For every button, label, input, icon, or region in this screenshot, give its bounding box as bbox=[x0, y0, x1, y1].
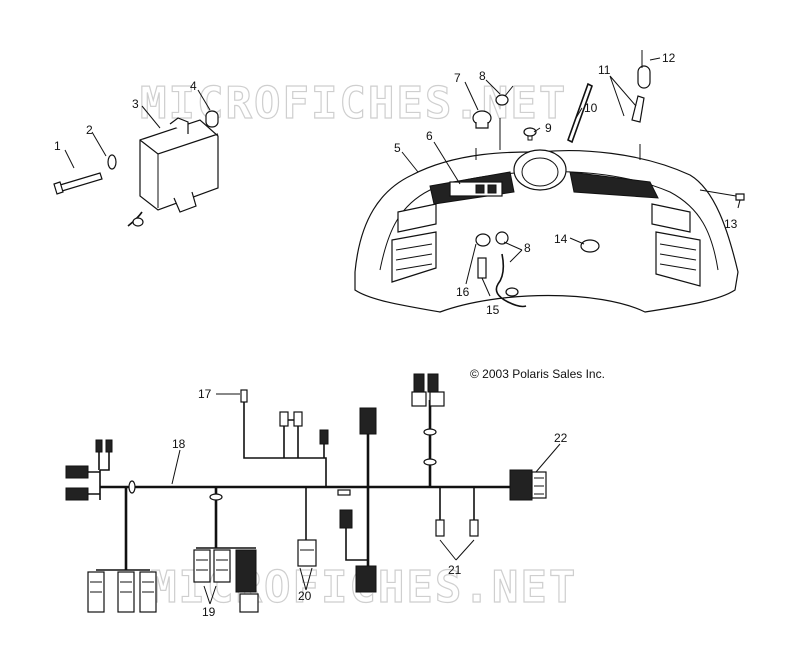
bolt-part bbox=[53, 172, 103, 195]
rod-10 bbox=[567, 82, 593, 144]
bulb-11 bbox=[631, 95, 645, 123]
connector-center-bottom bbox=[355, 565, 377, 593]
callout-7: 7 bbox=[454, 71, 461, 85]
callout-10: 10 bbox=[584, 101, 598, 115]
washer-part bbox=[107, 154, 117, 170]
connector-21b bbox=[469, 519, 479, 537]
connector-20 bbox=[297, 539, 317, 567]
callout-21: 21 bbox=[448, 563, 462, 577]
left-connector-upper bbox=[65, 465, 89, 479]
connector-group-19 bbox=[193, 549, 259, 613]
wiring-harness bbox=[65, 373, 561, 613]
callout-19: 19 bbox=[202, 605, 216, 619]
callout-22: 22 bbox=[554, 431, 568, 445]
callout-18: 18 bbox=[172, 437, 186, 451]
callout-1: 1 bbox=[54, 139, 61, 153]
connector-group-upper-right bbox=[411, 373, 445, 407]
bulb-12 bbox=[637, 65, 651, 89]
connector-group-left-bottom bbox=[87, 571, 157, 613]
module-assembly bbox=[53, 89, 219, 227]
connector-17 bbox=[240, 389, 248, 403]
left-louvers bbox=[391, 203, 437, 283]
callout-16: 16 bbox=[456, 285, 470, 299]
callout-9: 9 bbox=[545, 121, 552, 135]
callout-8-top: 8 bbox=[479, 69, 486, 83]
indicator-part bbox=[580, 239, 600, 253]
copyright-text: © 2003 Polaris Sales Inc. bbox=[470, 367, 605, 381]
control-module-part bbox=[139, 117, 219, 213]
callout-5: 5 bbox=[394, 141, 401, 155]
screw-13 bbox=[735, 193, 745, 201]
callout-3: 3 bbox=[132, 97, 139, 111]
callout-4: 4 bbox=[190, 79, 197, 93]
callout-6: 6 bbox=[426, 129, 433, 143]
callout-8-bottom: 8 bbox=[524, 241, 531, 255]
callout-15: 15 bbox=[486, 303, 500, 317]
callout-labels: 1 2 3 4 5 6 7 8 9 10 11 12 13 14 15 16 8… bbox=[54, 51, 738, 619]
dashboard-assembly bbox=[354, 50, 745, 313]
callout-17: 17 bbox=[198, 387, 212, 401]
callout-12: 12 bbox=[662, 51, 676, 65]
callout-20: 20 bbox=[298, 589, 312, 603]
grommet-part bbox=[205, 110, 219, 128]
right-louvers bbox=[651, 203, 701, 287]
plug-9 bbox=[523, 127, 537, 137]
key-switch bbox=[475, 233, 491, 247]
callout-14: 14 bbox=[554, 232, 568, 246]
switch-8 bbox=[495, 94, 509, 106]
callout-13: 13 bbox=[724, 217, 738, 231]
gauge-housing bbox=[513, 149, 567, 191]
connector-22 bbox=[509, 469, 547, 501]
connector-center-top bbox=[359, 407, 377, 435]
left-connector-lower bbox=[65, 487, 89, 501]
right-vent bbox=[569, 171, 659, 199]
callout-11: 11 bbox=[598, 63, 611, 77]
callout-2: 2 bbox=[86, 123, 93, 137]
connector-21a bbox=[435, 519, 445, 537]
